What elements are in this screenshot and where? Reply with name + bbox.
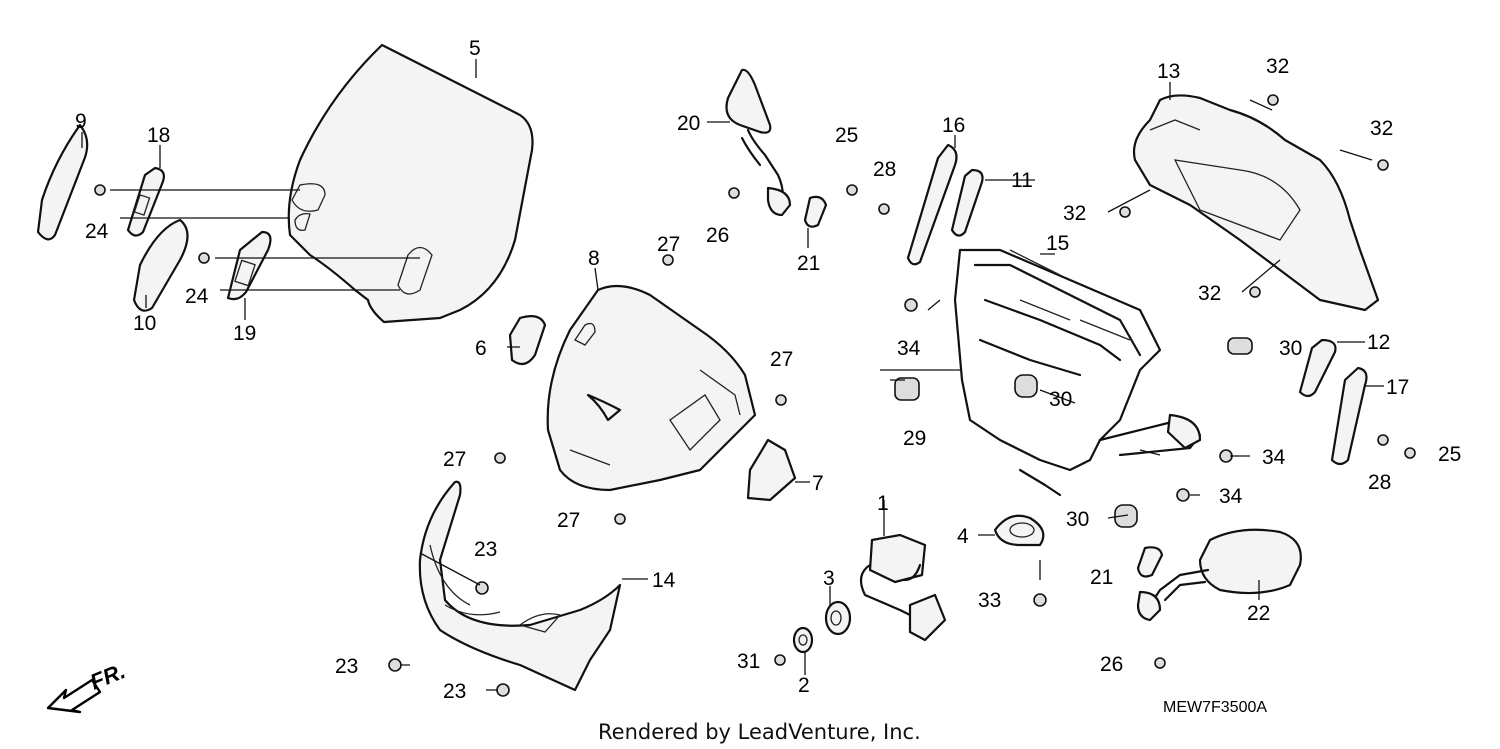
callout-29: 29 bbox=[903, 427, 926, 450]
garnish-16 bbox=[906, 143, 958, 266]
diagram-code: MEW7F3500A bbox=[1163, 699, 1267, 716]
upper-cowl bbox=[546, 284, 757, 492]
callout-4: 4 bbox=[957, 525, 969, 548]
grommet bbox=[824, 600, 852, 636]
mirror-left bbox=[725, 68, 792, 217]
horn bbox=[993, 514, 1045, 547]
footer-credit: Rendered by LeadVenture, Inc. bbox=[598, 720, 921, 744]
callout-27-bottom: 27 bbox=[557, 509, 580, 532]
callout-32-c: 32 bbox=[1063, 202, 1086, 225]
callout-12: 12 bbox=[1367, 331, 1390, 354]
callout-25-right: 25 bbox=[1438, 443, 1461, 466]
callout-27-right: 27 bbox=[770, 348, 793, 371]
callout-32-b: 32 bbox=[1370, 117, 1393, 140]
callout-23-upper: 23 bbox=[474, 538, 497, 561]
garnish-17 bbox=[1330, 366, 1368, 466]
mounting-plate-lower bbox=[226, 230, 272, 301]
callout-10: 10 bbox=[133, 312, 156, 335]
callout-30-low: 30 bbox=[1066, 508, 1089, 531]
callout-20: 20 bbox=[677, 112, 700, 135]
inner-cover-6 bbox=[508, 315, 547, 366]
callout-11: 11 bbox=[1011, 169, 1033, 192]
callout-13: 13 bbox=[1157, 60, 1180, 83]
windscreen bbox=[287, 43, 534, 324]
callout-24-lower: 24 bbox=[185, 285, 209, 308]
windscreen-trim-right bbox=[132, 218, 189, 312]
callout-31: 31 bbox=[737, 650, 760, 673]
callout-23-lower: 23 bbox=[443, 680, 466, 703]
front-direction-arrow-icon: FR. bbox=[46, 658, 129, 714]
callout-5: 5 bbox=[469, 37, 481, 60]
callout-18: 18 bbox=[147, 124, 170, 147]
callout-21-right: 21 bbox=[1090, 566, 1113, 589]
mirror-right bbox=[1136, 528, 1302, 622]
callout-28-left: 28 bbox=[873, 158, 896, 181]
direction-label: FR. bbox=[87, 658, 129, 694]
callout-22: 22 bbox=[1247, 602, 1270, 625]
inner-panel bbox=[1132, 94, 1380, 312]
lower-cowl bbox=[418, 480, 622, 692]
callout-33: 33 bbox=[978, 589, 1001, 612]
callout-24-upper: 24 bbox=[85, 220, 109, 243]
callout-27-left: 27 bbox=[443, 448, 466, 471]
leader-lines bbox=[81, 59, 1384, 691]
collar bbox=[792, 626, 814, 654]
callout-34-low: 34 bbox=[1219, 485, 1243, 508]
callout-25-left: 25 bbox=[835, 124, 858, 147]
callout-3: 3 bbox=[823, 567, 835, 590]
callout-30-mid: 30 bbox=[1049, 388, 1072, 411]
callout-23-left: 23 bbox=[335, 655, 358, 678]
callout-26-left: 26 bbox=[706, 224, 729, 247]
callouts: 1 2 3 4 5 6 7 8 9 10 11 12 13 14 15 16 1… bbox=[75, 37, 1461, 703]
mounting-plate-upper bbox=[126, 166, 165, 237]
callout-34-right: 34 bbox=[1262, 446, 1286, 469]
callout-32-a: 32 bbox=[1266, 55, 1289, 78]
callout-14: 14 bbox=[652, 569, 676, 592]
callout-27-top: 27 bbox=[657, 233, 680, 256]
garnish-11 bbox=[950, 168, 984, 237]
garnish-12 bbox=[1298, 338, 1337, 398]
callout-16: 16 bbox=[942, 114, 965, 137]
hardware bbox=[94, 94, 1416, 697]
callout-32-d: 32 bbox=[1198, 282, 1221, 305]
callout-8: 8 bbox=[588, 247, 600, 270]
callout-19: 19 bbox=[233, 322, 256, 345]
mirror-bracket-left bbox=[803, 195, 828, 228]
relay bbox=[859, 533, 947, 642]
callout-17: 17 bbox=[1386, 376, 1409, 399]
callout-2: 2 bbox=[798, 674, 810, 697]
windscreen-trim-left bbox=[36, 123, 89, 241]
mirror-bracket-right bbox=[1136, 546, 1164, 578]
callout-34-left: 34 bbox=[897, 337, 921, 360]
callout-28-right: 28 bbox=[1368, 471, 1391, 494]
callout-26-right: 26 bbox=[1100, 653, 1123, 676]
meter-stay bbox=[953, 248, 1202, 497]
callout-1: 1 bbox=[877, 492, 889, 515]
callout-30-top: 30 bbox=[1279, 337, 1302, 360]
callout-6: 6 bbox=[475, 337, 487, 360]
callout-9: 9 bbox=[75, 110, 87, 133]
callout-7: 7 bbox=[812, 472, 824, 495]
callout-15: 15 bbox=[1046, 232, 1069, 255]
callout-21-left: 21 bbox=[797, 252, 820, 275]
inner-cover-7 bbox=[746, 438, 797, 502]
